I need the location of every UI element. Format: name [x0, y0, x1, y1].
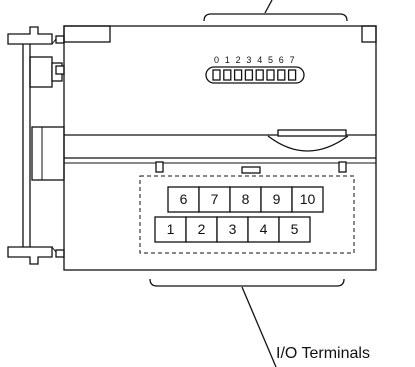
terminal-number: 10: [300, 191, 316, 207]
terminal-number: 3: [229, 221, 237, 237]
dip-switch-number: 4: [257, 55, 262, 65]
terminal-top-row: 6 7 8 9 10: [167, 186, 324, 213]
terminal-number: 1: [167, 221, 175, 237]
dip-switch-number: 5: [268, 55, 273, 65]
unit-body: [63, 25, 377, 271]
dip-switch-lever: [255, 69, 264, 81]
side-connector-top: [29, 56, 65, 88]
dip-switch-number: 1: [225, 55, 230, 65]
top-mounting-hook: [7, 26, 65, 45]
terminal-cell: 1: [154, 216, 187, 243]
terminal-box: [216, 216, 249, 243]
terminal-cover-outline: [139, 175, 355, 254]
dip-switch-number: 2: [236, 55, 241, 65]
terminal-number: 4: [260, 221, 268, 237]
terminal-number: 9: [273, 191, 281, 207]
terminal-box: [198, 186, 231, 213]
terminal-cell: 2: [185, 216, 218, 243]
terminal-cell: 3: [216, 216, 249, 243]
terminal-box: [154, 216, 187, 243]
terminal-number: 6: [180, 191, 188, 207]
terminal-cell: 8: [229, 186, 262, 213]
dip-switch-lever: [223, 69, 232, 81]
cover-indicators: [155, 161, 347, 174]
left-rail: [22, 44, 31, 247]
dip-switch-lever: [212, 69, 221, 81]
terminal-number: 7: [211, 191, 219, 207]
dip-switch-lever: [277, 69, 286, 81]
terminal-bottom-row: 1 2 3 4 5: [154, 216, 311, 243]
dip-switch-number: 6: [279, 55, 284, 65]
terminal-cell: 10: [291, 186, 324, 213]
dip-switch-levers: [212, 69, 297, 81]
dip-switch-number: 3: [246, 55, 251, 65]
io-terminals-callout: I/O Terminals: [149, 278, 370, 367]
dip-switch-lever: [233, 69, 243, 81]
terminal-box: [278, 216, 311, 243]
dip-switch-number: 0: [214, 55, 219, 65]
top-bracket: [203, 0, 348, 22]
terminal-cell: 7: [198, 186, 231, 213]
dip-switch-lever: [266, 69, 275, 81]
terminal-box: [167, 186, 200, 213]
terminal-cell: 9: [260, 186, 293, 213]
side-connector-bottom: [31, 126, 65, 181]
bottom-mounting-hook: [7, 246, 65, 265]
terminal-cell: 4: [247, 216, 280, 243]
terminal-cell: 6: [167, 186, 200, 213]
terminal-box: [260, 186, 293, 213]
terminal-number: 8: [242, 191, 250, 207]
terminal-number: 2: [198, 221, 206, 237]
io-terminals-label: I/O Terminals: [276, 345, 370, 362]
terminal-cell: 5: [278, 216, 311, 243]
dip-switch-lever: [244, 69, 254, 81]
terminal-number: 5: [291, 221, 299, 237]
dip-switch-lever: [287, 69, 297, 81]
terminal-box: [291, 186, 324, 213]
cover-latch: [267, 129, 349, 152]
dip-switch-number: 7: [290, 55, 295, 65]
